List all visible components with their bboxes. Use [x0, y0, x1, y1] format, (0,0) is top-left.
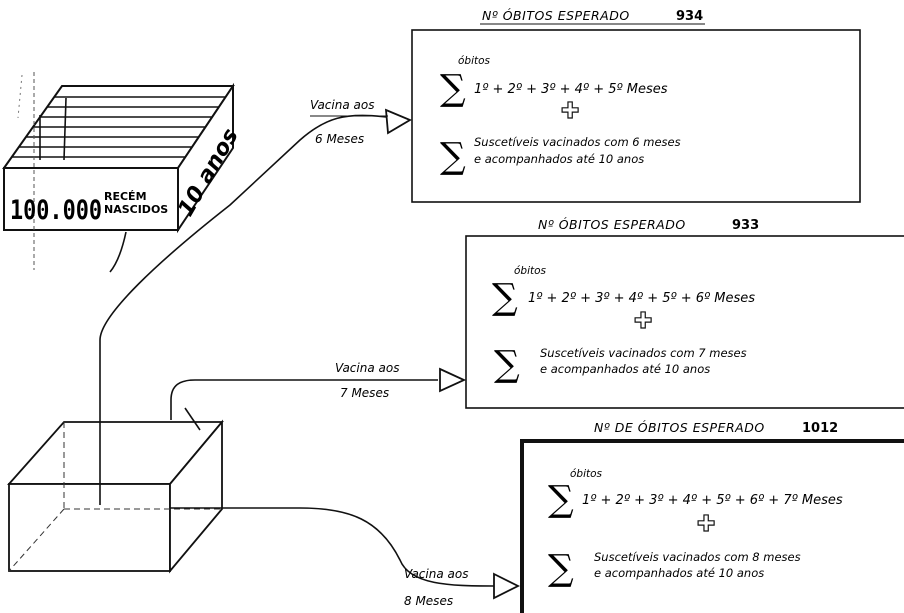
vaccine-label-line1: Vacina aos: [310, 98, 374, 112]
panel-formula: 1º + 2º + 3º + 4º + 5º + 6º + 7º Meses: [582, 493, 843, 508]
result-panel-8-meses: Nº DE ÓBITOS ESPERADO 1012 óbitos ∑ 1º +…: [520, 420, 904, 613]
arrow-route-3: [493, 572, 521, 600]
vaccine-label-line2: 7 Meses: [340, 386, 389, 400]
result-panel-7-meses: Nº ÓBITOS ESPERADO 933 óbitos ∑ 1º + 2º …: [465, 217, 904, 409]
panel-header-prefix: Nº ÓBITOS ESPERADO: [482, 8, 630, 23]
plus-icon: ✚: [634, 309, 652, 334]
obitos-label: óbitos: [570, 468, 603, 480]
newborn-cohort-box: 100.000 RECÉM NASCIDOS 10 anos: [2, 72, 244, 270]
box-count: 100.000: [10, 195, 102, 226]
sum-icon: ∑: [494, 344, 520, 385]
panel-susceptible-line1: Suscetíveis vacinados com 7 meses: [540, 346, 747, 360]
vaccine-label-route-2: Vacina aos 7 Meses: [335, 361, 399, 400]
connectors: [99, 114, 495, 587]
panel-formula: 1º + 2º + 3º + 4º + 5º + 6º Meses: [528, 291, 755, 306]
obitos-label: óbitos: [514, 265, 547, 277]
vaccine-label-line1: Vacina aos: [335, 361, 399, 375]
sum-icon: ∑: [440, 136, 466, 177]
plus-icon: ✚: [697, 512, 715, 537]
vaccine-label-line2: 6 Meses: [315, 132, 364, 146]
plus-icon: ✚: [561, 99, 579, 124]
vaccine-label-route-1: Vacina aos 6 Meses: [310, 98, 388, 146]
panel-header-value: 933: [732, 218, 759, 233]
result-panel-6-meses: Nº ÓBITOS ESPERADO 934 óbitos ∑ 1º + 2º …: [411, 8, 861, 203]
lower-cohort-box: [6, 419, 224, 574]
vaccine-label-route-3: Vacina aos 8 Meses: [404, 567, 468, 608]
panel-susceptible-line2: e acompanhados até 10 anos: [474, 152, 644, 166]
panel-header-prefix: Nº ÓBITOS ESPERADO: [538, 217, 686, 232]
vaccine-label-line1: Vacina aos: [404, 567, 468, 581]
panel-susceptible-line2: e acompanhados até 10 anos: [594, 566, 764, 580]
arrow-route-2: [439, 367, 467, 393]
box-label-line1: RECÉM: [104, 190, 147, 203]
arrow-route-1: [384, 108, 413, 135]
panel-formula: 1º + 2º + 3º + 4º + 5º Meses: [474, 82, 668, 97]
panel-header-prefix: Nº DE ÓBITOS ESPERADO: [594, 420, 765, 435]
sum-icon: ∑: [548, 548, 574, 589]
sum-icon: ∑: [548, 479, 574, 520]
panel-header-value: 934: [676, 9, 703, 24]
obitos-label: óbitos: [458, 55, 491, 67]
panel-header-value: 1012: [802, 421, 838, 436]
vaccine-label-line2: 8 Meses: [404, 594, 453, 608]
sum-icon: ∑: [492, 277, 518, 318]
box-label-line2: NASCIDOS: [104, 203, 168, 216]
panel-susceptible-line1: Suscetíveis vacinados com 6 meses: [474, 135, 681, 149]
panel-susceptible-line1: Suscetíveis vacinados com 8 meses: [594, 550, 801, 564]
sum-icon: ∑: [440, 68, 466, 109]
panel-susceptible-line2: e acompanhados até 10 anos: [540, 362, 710, 376]
arrowheads: [384, 108, 521, 600]
